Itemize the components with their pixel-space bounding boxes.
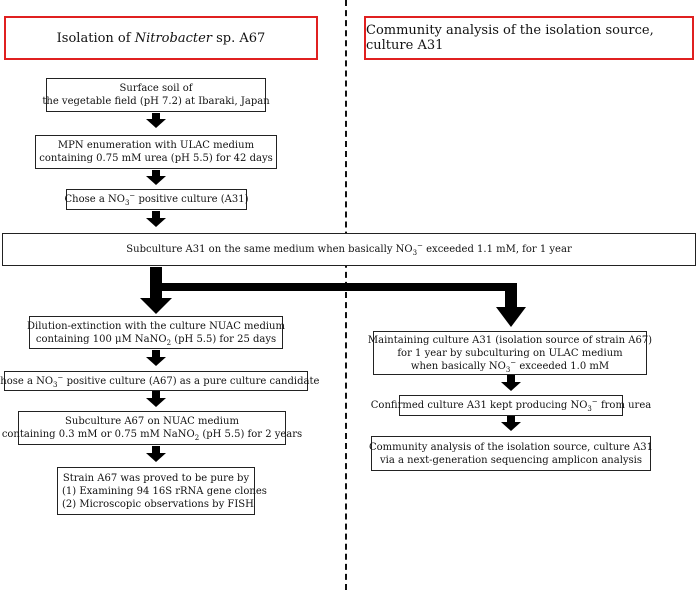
arrow-subculture-to-pure [146,446,166,462]
header-left: Isolation of Nitrobacter sp. A67 [4,16,318,60]
box-pure: Strain A67 was proved to be pure by (1) … [57,467,267,515]
box-confirmed: Confirmed culture A31 kept producing NO3… [371,395,651,416]
arrow-soil-to-mpn [146,113,166,128]
arrow-subculture-to-dilution [140,267,172,314]
box-maintaining: Maintaining culture A31 (isolation sourc… [368,331,652,375]
box-soil: Surface soil of the vegetable field (pH … [42,78,270,112]
box-community: Community analysis of the isolation sour… [369,436,653,471]
arrow-chose-to-subculture [146,211,166,227]
arrow-chose-to-subculture-a67 [146,391,166,407]
box-subculture-a67: Subculture A67 on NUAC medium containing… [2,411,302,445]
header-right: Community analysis of the isolation sour… [364,16,694,60]
arrow-branch-right [162,283,526,327]
box-subculture-a31: Subculture A31 on the same medium when b… [2,233,696,266]
center-divider [345,0,347,590]
arrow-mpn-to-chose [146,170,166,185]
arrow-dilution-to-chose [146,350,166,366]
box-dilution: Dilution-extinction with the culture NUA… [27,316,285,349]
box-chose-a31: Chose a NO3− positive culture (A31) [65,189,249,210]
box-mpn: MPN enumeration with ULAC medium contain… [35,135,277,169]
box-chose-a67: Chose a NO3− positive culture (A67) as a… [0,371,319,391]
arrow-confirmed-to-community [501,415,521,431]
arrow-maintaining-to-confirmed [501,375,521,391]
